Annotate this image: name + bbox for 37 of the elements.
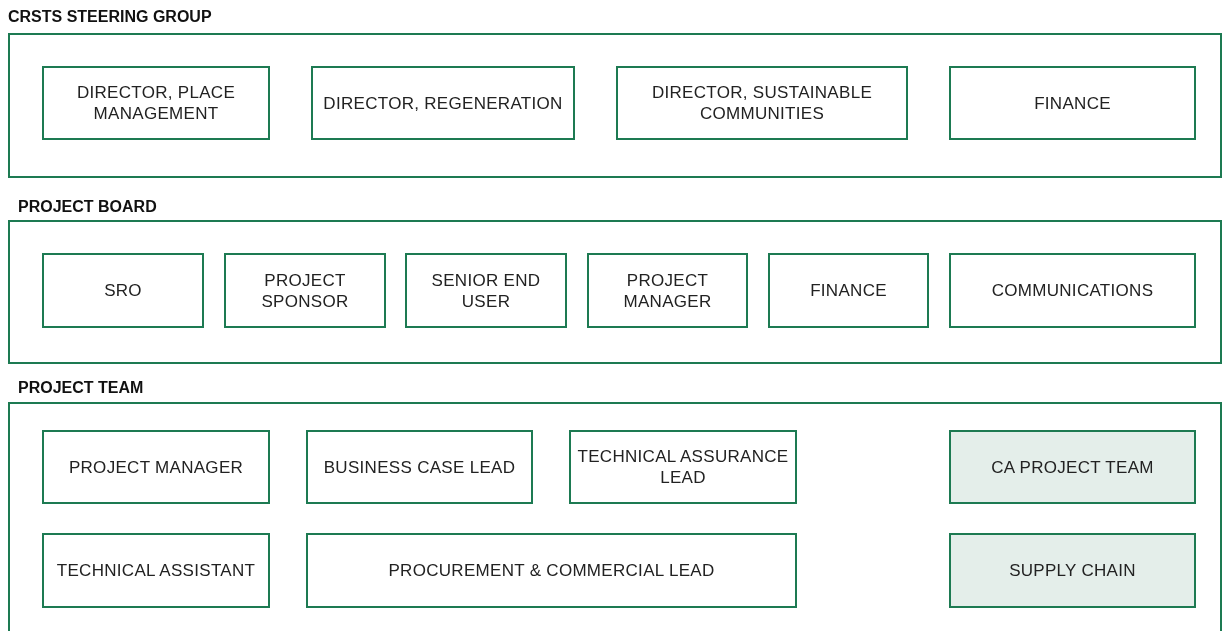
role-label: DIRECTOR, PLACE MANAGEMENT	[75, 82, 237, 124]
role-label: COMMUNICATIONS	[990, 280, 1155, 301]
role-box	[42, 430, 270, 504]
group-heading: CRSTS STEERING GROUP	[8, 7, 212, 27]
role-label: PROCUREMENT & COMMERCIAL LEAD	[387, 560, 716, 581]
role-label: FINANCE	[1033, 92, 1112, 114]
role-box	[42, 66, 270, 140]
role-label: TECHNICAL ASSISTANT	[55, 560, 257, 581]
group-heading: PROJECT TEAM	[18, 378, 144, 398]
role-label: BUSINESS CASE LEAD	[322, 456, 517, 478]
role-box	[949, 66, 1196, 140]
role-box	[569, 430, 797, 504]
role-box	[405, 253, 567, 328]
role-label: SRO	[103, 280, 143, 301]
role-box	[42, 533, 270, 608]
role-label: TECHNICAL ASSURANCE LEAD	[576, 446, 790, 488]
role-label: DIRECTOR, REGENERATION	[322, 92, 564, 114]
role-box	[306, 430, 533, 504]
role-box	[949, 430, 1196, 504]
role-label: CA PROJECT TEAM	[990, 456, 1155, 478]
role-box	[949, 253, 1196, 328]
role-box	[587, 253, 748, 328]
role-box	[616, 66, 908, 140]
role-label: FINANCE	[809, 280, 888, 301]
role-box	[768, 253, 929, 328]
role-label: SENIOR END USER	[430, 269, 542, 312]
group-heading: PROJECT BOARD	[18, 197, 157, 217]
role-box	[42, 253, 204, 328]
role-label: PROJECT MANAGER	[67, 456, 245, 478]
role-label: DIRECTOR, SUSTAINABLE COMMUNITIES	[650, 82, 874, 124]
role-label: PROJECT SPONSOR	[260, 269, 350, 312]
role-box	[949, 533, 1196, 608]
role-box	[224, 253, 386, 328]
role-label: PROJECT MANAGER	[622, 269, 713, 312]
role-box	[311, 66, 575, 140]
role-label: SUPPLY CHAIN	[1008, 560, 1137, 581]
role-box	[306, 533, 797, 608]
